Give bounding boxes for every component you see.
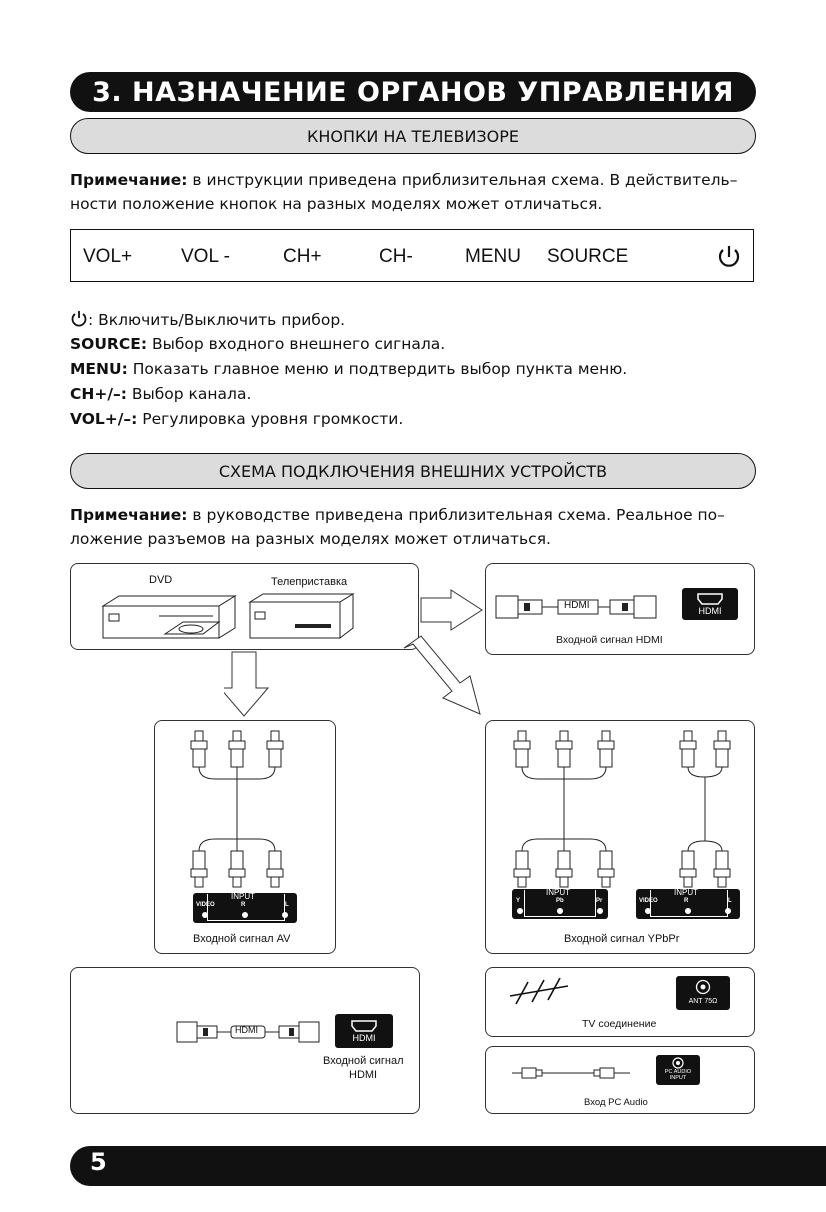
ypbpr-audio-input-label: INPUT [674,888,698,897]
legend-text: Выбор канала. [126,385,252,403]
av-input-box: INPUT VIDEO R L Входной сигнал AV [154,720,336,954]
tv-button-panel: VOL+ VOL - CH+ CH- MENU SOURCE [70,229,754,282]
dvd-label: DVD [149,574,173,586]
legend-key: VOL+/–: [70,410,138,428]
hdmi2-cable-icon [176,1021,320,1043]
rca-cables-icon [190,730,284,888]
legend-vol: VOL+/–: Регулировка уровня громкости. [70,410,403,428]
av-l-label: L [285,902,289,908]
ypbpr-audio-panel: INPUT VIDEO R L [636,888,740,919]
connection-arrows [224,589,483,717]
ypbpr-r-label: R [684,898,689,904]
hdmi-port-icon [697,593,723,605]
pc-audio-box: PC AUDIO INPUT Вход PC Audio [485,1046,755,1114]
av-jack-icons [202,912,288,918]
av-r-label: R [241,902,246,908]
ant-port-label: ANT 75Ω [688,998,718,1005]
hdmi2-cable-label: HDMI [235,1025,258,1035]
hdmi2-caption-line1: Входной сигнал [323,1055,404,1067]
ypbpr-pb-label: Pb [556,898,564,904]
legend-ch: CH+/–: Выбор канала. [70,385,251,403]
av-caption: Входной сигнал AV [193,933,291,945]
av-video-label: VIDEO [196,902,215,908]
pc-audio-port-icon [672,1057,684,1069]
legend-power: : Включить/Выключить прибор. [70,310,345,329]
hdmi-cable-icon [495,595,657,619]
subsection-connections-title: СХЕМА ПОДКЛЮЧЕНИЯ ВНЕШНИХ УСТРОЙСТВ [70,453,756,489]
legend-text: Регулировка уровня громкости. [137,410,404,428]
component-cables-icon [513,730,731,888]
source-label: SOURCE [547,246,629,267]
av-input-label: INPUT [231,892,255,901]
ypbpr-input-box: INPUT Y Pb Pr INPUT VIDEO R L Входной си… [485,720,755,954]
ypbpr-l-label: L [728,898,732,904]
note-label: Примечание: [70,506,188,524]
legend-text: Выбор входного внешнего сигнала. [147,335,446,353]
vol-minus-label: VOL - [181,246,230,267]
hdmi-input-box: HDMI HDMI Входной сигнал HDMI [485,563,755,655]
vol-plus-label: VOL+ [83,246,133,267]
legend-key: SOURCE: [70,335,148,353]
pc-audio-caption: Вход PC Audio [584,1097,648,1108]
hdmi2-input-box: HDMI HDMI Входной сигнал HDMI [70,967,420,1114]
hdmi-caption: Входной сигнал HDMI [556,634,663,646]
ypbpr-caption: Входной сигнал YPbPr [564,933,680,945]
source-devices-box: DVD Телеприставка [70,563,419,650]
ypbpr-audio-jack-icons [645,908,731,914]
ypbpr-jack-icons [517,908,603,914]
page-number: 5 [90,1148,107,1176]
note-text: в руководстве приведена приблизительная … [70,506,725,548]
pc-audio-port: PC AUDIO INPUT [656,1055,700,1085]
note-connections: Примечание: в руководстве приведена приб… [70,503,760,551]
ypbpr-y-label: Y [516,898,521,904]
hdmi-port-label: HDMI [698,606,722,616]
ant-port: ANT 75Ω [676,976,730,1010]
ant-port-icon [695,979,711,995]
page-footer-bar [70,1146,826,1186]
ypbpr-video-label: VIDEO [639,898,658,904]
legend-key: MENU: [70,360,128,378]
legend-source: SOURCE: Выбор входного внешнего сигнала. [70,335,445,353]
pc-audio-port-label-2: INPUT [669,1075,687,1081]
stb-label: Телеприставка [271,576,348,588]
hdmi2-port: HDMI [335,1014,393,1048]
dvd-stb-icon [101,593,355,640]
hdmi-cable-label: HDMI [564,600,590,611]
note-label: Примечание: [70,171,188,189]
note-text: в инструкции приведена приблизительная с… [70,171,738,213]
ypbpr-pr-label: Pr [596,898,603,904]
hdmi2-port-icon [351,1020,377,1032]
av-input-panel: INPUT VIDEO R L [193,892,297,923]
power-icon [71,311,87,327]
pc-audio-port-label-1: PC AUDIO [664,1069,692,1075]
ch-minus-label: CH- [379,246,413,267]
tv-antenna-box: ANT 75Ω TV соединение [485,967,755,1037]
menu-label: MENU [465,246,521,267]
legend-power-text: : Включить/Выключить прибор. [88,311,346,329]
ypbpr-input-label: INPUT [546,888,570,897]
antenna-icon [509,978,569,1005]
ypbpr-input-panel: INPUT Y Pb Pr [512,888,608,919]
legend-key: CH+/–: [70,385,127,403]
hdmi2-caption-line2: HDMI [349,1069,378,1081]
section-title: 3. НАЗНАЧЕНИЕ ОРГАНОВ УПРАВЛЕНИЯ [70,72,756,112]
subsection-buttons-title: КНОПКИ НА ТЕЛЕВИЗОРЕ [70,118,756,154]
hdmi-port: HDMI [682,588,738,620]
tv-caption: TV соединение [582,1018,657,1030]
ch-plus-label: CH+ [283,246,322,267]
pc-audio-cable-icon [512,1067,630,1079]
note-buttons: Примечание: в инструкции приведена прибл… [70,168,760,216]
power-icon [718,246,740,267]
legend-text: Показать главное меню и подтвердить выбо… [127,360,628,378]
legend-menu: MENU: Показать главное меню и подтвердит… [70,360,627,378]
hdmi2-port-label: HDMI [352,1033,376,1043]
